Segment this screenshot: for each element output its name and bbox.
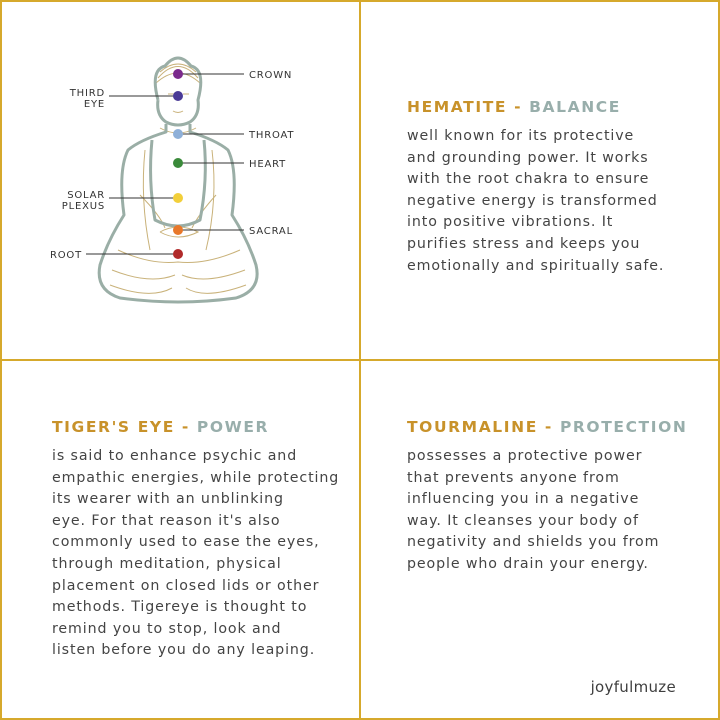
stone-name: TOURMALINE - xyxy=(407,418,553,436)
chakra-dot-solar-plexus xyxy=(173,193,183,203)
stone-name: TIGER'S EYE - xyxy=(52,418,190,436)
chakra-label-root: ROOT xyxy=(50,250,82,261)
description-line: negative energy is transformed xyxy=(407,192,658,209)
description-line: listen before you do any leaping. xyxy=(52,642,316,659)
description-line: way. It cleanses your body of xyxy=(407,512,639,529)
chakra-dot-third-eye xyxy=(173,91,183,101)
card-title: TIGER'S EYE - POWER xyxy=(52,418,339,436)
stone-trait: POWER xyxy=(196,418,270,436)
description-line: commonly used to ease the eyes, xyxy=(52,534,320,551)
description-line: into positive vibrations. It xyxy=(407,214,614,231)
description-line: and grounding power. It works xyxy=(407,149,649,166)
description-line: through meditation, physical xyxy=(52,555,282,572)
chakra-dot-root xyxy=(173,249,183,259)
card-tourmaline: TOURMALINE - PROTECTION possesses a prot… xyxy=(407,418,687,576)
description-line: that prevents anyone from xyxy=(407,469,620,486)
chakra-dot-sacral xyxy=(173,225,183,235)
card-tigers-eye: TIGER'S EYE - POWER is said to enhance p… xyxy=(52,418,339,662)
divider-horizontal xyxy=(0,359,720,361)
description-line: methods. Tigereye is thought to xyxy=(52,599,308,616)
card-title: HEMATITE - BALANCE xyxy=(407,98,664,116)
card-hematite: HEMATITE - BALANCE well known for its pr… xyxy=(407,98,664,277)
description-line: negativity and shields you from xyxy=(407,534,660,551)
stone-trait: PROTECTION xyxy=(559,418,688,436)
chakra-label-third-eye: THIRD xyxy=(69,88,105,99)
chakra-label-solar-plexus: PLEXUS xyxy=(62,201,105,212)
description-line: emotionally and spiritually safe. xyxy=(407,257,665,274)
buddha-inner-lines xyxy=(109,63,247,294)
stone-trait: BALANCE xyxy=(529,98,621,116)
chakra-dot-throat xyxy=(173,129,183,139)
chakra-label-sacral: SACRAL xyxy=(249,226,293,237)
description-line: empathic energies, while protecting xyxy=(52,469,340,486)
description-line: well known for its protective xyxy=(407,128,635,144)
chakra-label-solar-plexus: SOLAR xyxy=(67,190,105,201)
description-line: eye. For that reason it's also xyxy=(52,512,281,529)
chakra-label-crown: CROWN xyxy=(249,70,292,81)
brand-logo: joyfulmuze xyxy=(590,678,676,696)
card-title: TOURMALINE - PROTECTION xyxy=(407,418,687,436)
stone-name: HEMATITE - xyxy=(407,98,523,116)
chakra-dot-crown xyxy=(173,69,183,79)
description-line: its wearer with an unblinking xyxy=(52,491,284,508)
description-line: influencing you in a negative xyxy=(407,491,640,508)
description-line: remind you to stop, look and xyxy=(52,620,282,637)
chakra-label-third-eye: EYE xyxy=(84,99,105,110)
description-line: people who drain your energy. xyxy=(407,555,649,572)
description-line: is said to enhance psychic and xyxy=(52,448,298,464)
chakra-dot-heart xyxy=(173,158,183,168)
description-line: purifies stress and keeps you xyxy=(407,235,641,252)
description-line: possesses a protective power xyxy=(407,448,643,464)
chakra-label-throat: THROAT xyxy=(248,130,294,141)
description-line: with the root chakra to ensure xyxy=(407,171,650,188)
chakra-label-heart: HEART xyxy=(249,159,286,170)
description-line: placement on closed lids or other xyxy=(52,577,320,594)
